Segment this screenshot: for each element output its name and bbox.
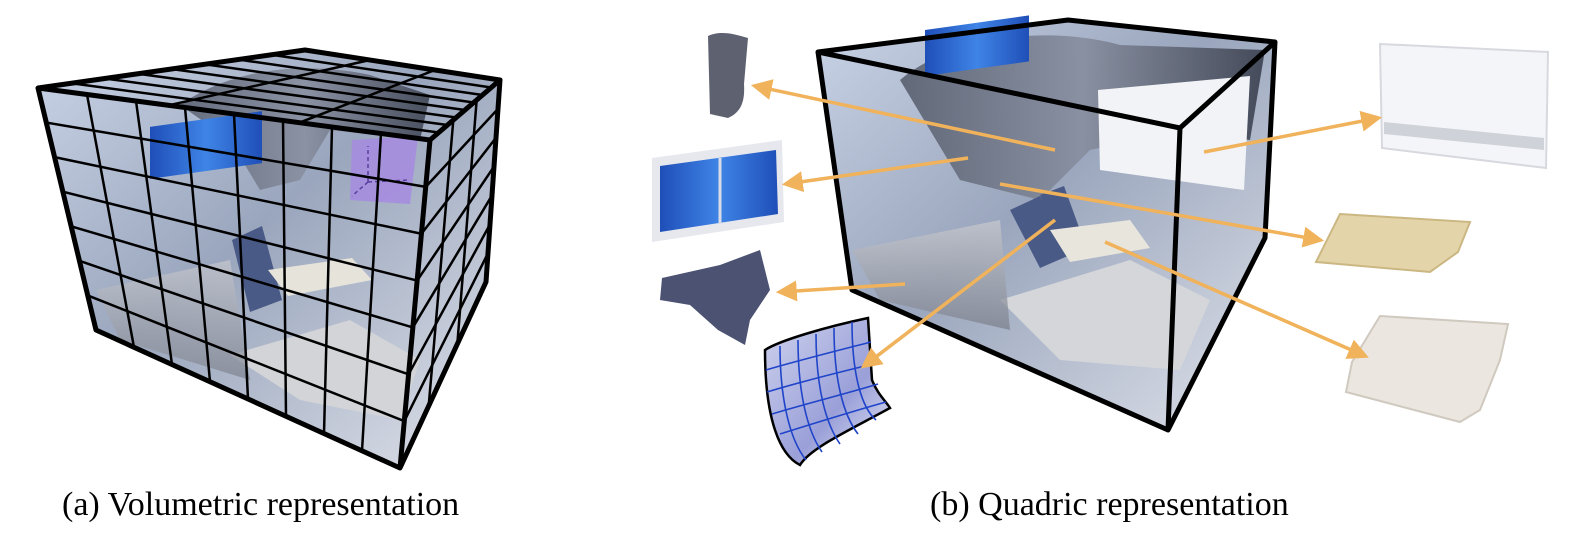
- whiteboard-b: [1098, 76, 1250, 190]
- grid-line: [322, 126, 334, 434]
- grid-line: [54, 155, 422, 235]
- cube-front-edges-a: [37, 78, 502, 469]
- grid-line: [420, 136, 497, 235]
- grid-line: [71, 82, 439, 134]
- arrow-patch: [860, 218, 1057, 369]
- chair-a: [232, 226, 282, 312]
- grid-line: [183, 107, 212, 382]
- grid-line: [104, 77, 448, 127]
- whiteboard-piece: [1378, 42, 1550, 170]
- floor-a: [96, 260, 250, 380]
- arrow-pillar: [750, 79, 1056, 152]
- sofa-b: [1000, 260, 1210, 370]
- arrows: [750, 79, 1383, 369]
- table-piece: [1314, 212, 1472, 274]
- sofa-piece: [1344, 314, 1510, 424]
- arrow-floor: [775, 280, 906, 302]
- grid-line: [416, 165, 496, 282]
- grid-line: [238, 58, 483, 97]
- grid-line: [403, 252, 490, 422]
- highlighted-voxel: [350, 136, 418, 204]
- cube-outline-a: [35, 47, 503, 471]
- caption-quadric: (b) Quadric representation: [930, 486, 1289, 523]
- table-a: [268, 258, 372, 296]
- voxel-grid-lines: [46, 53, 499, 451]
- grid-line: [424, 108, 499, 188]
- tv-piece: [652, 140, 784, 242]
- grid-line: [204, 63, 474, 104]
- arrow-table: [999, 182, 1325, 248]
- grid-line: [79, 259, 409, 376]
- arrow-tv: [781, 156, 969, 193]
- right-pieces: [1314, 42, 1550, 424]
- grid-line: [407, 223, 492, 375]
- grid-line: [427, 119, 455, 407]
- grid-line: [87, 294, 405, 423]
- caption-volumetric: (a) Volumetric representation: [62, 486, 460, 523]
- rock-wall-b: [900, 35, 1265, 200]
- grid-line: [411, 194, 494, 329]
- arrow-sofa: [1104, 240, 1369, 359]
- grid-line: [232, 113, 250, 400]
- quadric-cube: [815, 15, 1278, 433]
- cube-front-edges-b: [817, 40, 1277, 431]
- cube-outline-b: [815, 17, 1278, 433]
- grid-line: [168, 58, 371, 107]
- arrow-whiteboard: [1203, 110, 1383, 154]
- grid-line: [134, 100, 174, 365]
- grid-line: [456, 99, 478, 345]
- grid-line: [46, 121, 426, 189]
- grid-line: [360, 133, 383, 451]
- pillar-piece: [708, 32, 748, 119]
- grid-line: [298, 68, 436, 124]
- grid-line: [70, 225, 414, 329]
- grid-line: [281, 120, 288, 417]
- floor-b: [852, 220, 1010, 330]
- left-pieces: [652, 32, 892, 467]
- floor-piece: [660, 250, 770, 345]
- volumetric-cube: [35, 47, 503, 471]
- grid-line: [271, 53, 492, 89]
- grid-line: [171, 67, 466, 112]
- quadric-patch: [763, 316, 892, 467]
- grid-line: [137, 72, 457, 119]
- grid-line: [62, 190, 418, 282]
- grid-line: [85, 94, 136, 348]
